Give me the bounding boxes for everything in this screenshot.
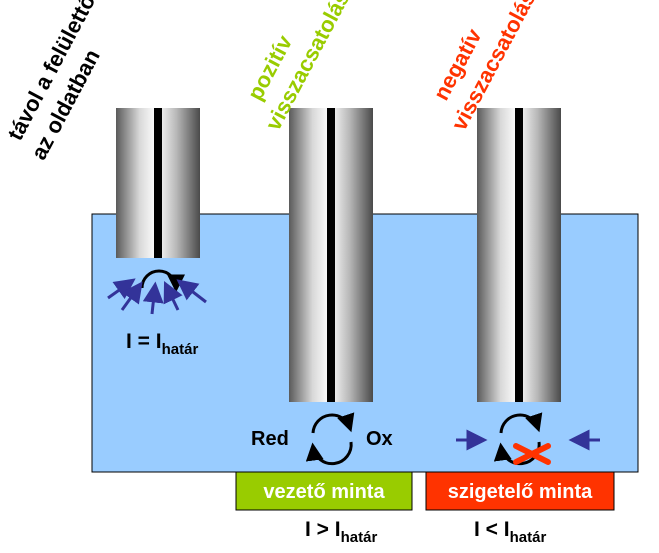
positive-redox-cycle-icon	[305, 412, 355, 466]
electrode-negative	[477, 108, 561, 402]
electrode-far	[116, 108, 200, 258]
blocked-cross-icon	[513, 443, 551, 465]
conductive-sample	[235, 471, 413, 511]
red-label: Red	[251, 428, 289, 450]
current-far-label: I = Ihatár	[126, 330, 198, 358]
diffusion-arrows-icon	[107, 278, 207, 315]
current-conductive-label: I > Ihatár	[305, 518, 377, 546]
insulating-sample	[425, 471, 615, 511]
current-insulating-label: I < Ihatár	[474, 518, 546, 546]
electrode-positive	[289, 108, 373, 402]
conductive-sample-label: vezető minta	[263, 481, 385, 503]
ox-label: Ox	[366, 428, 393, 450]
insulating-sample-label: szigetelő minta	[448, 481, 593, 503]
